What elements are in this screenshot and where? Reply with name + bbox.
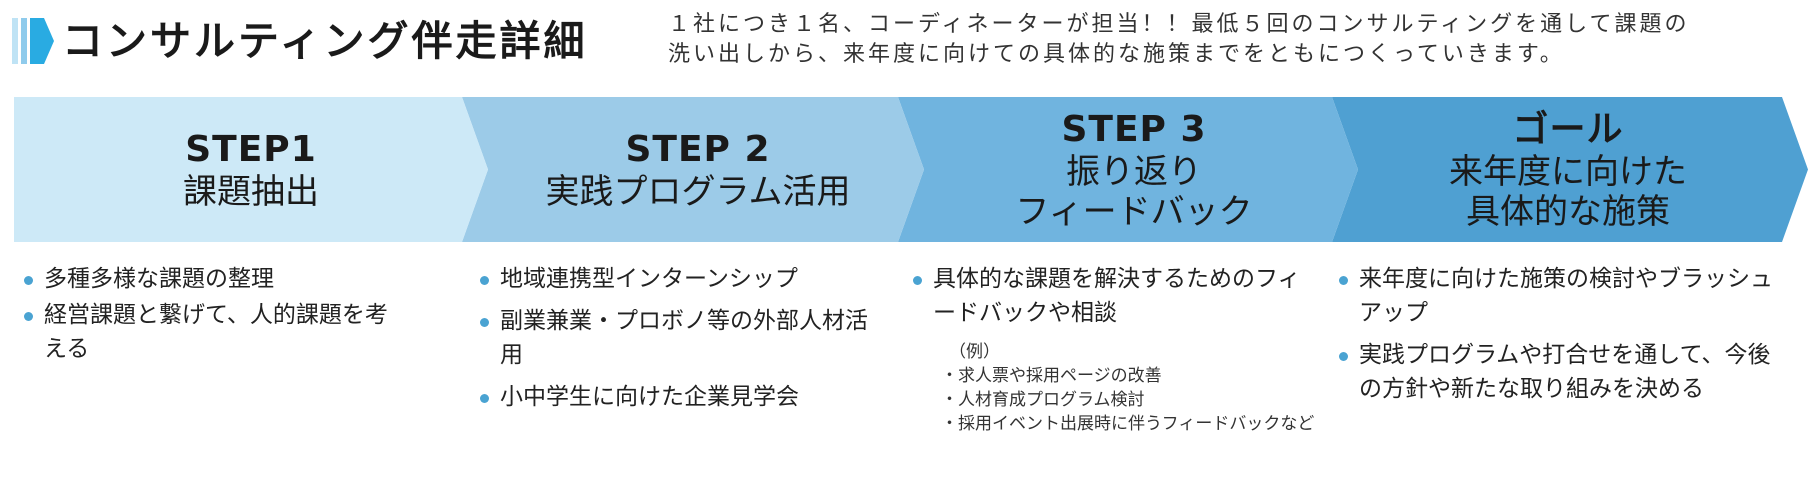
example-block: （例） ・求人票や採用ページの改善 ・人材育成プログラム検討 ・採用イベント出展… (941, 340, 1317, 436)
step-3-details: 具体的な課題を解決するためのフィードバックや相談 （例） ・求人票や採用ページの… (907, 262, 1317, 436)
detail-list: 地域連携型インターンシップ 副業兼業・プロボノ等の外部人材活用 小中学生に向けた… (474, 262, 884, 414)
example-item: ・人材育成プログラム検討 (941, 390, 1145, 410)
step-label: 実践プログラム活用 (545, 171, 851, 212)
list-item: 実践プログラムや打合せを通して、今後の方針や新たな取り組みを決める (1333, 338, 1773, 406)
step-arrow-1 (14, 97, 488, 242)
step-arrows (14, 97, 1808, 242)
step-label: 来年度に向けた (1449, 151, 1687, 192)
example-label: （例） (949, 342, 1000, 362)
intro-line: １社につき１名、コーディネーターが担当！！最低５回のコンサルティングを通して課題… (668, 12, 1690, 37)
step-arrow-4 (1332, 97, 1808, 242)
list-item: 小中学生に向けた企業見学会 (474, 380, 884, 414)
step-2: STEP 2 実践プログラム活用 (488, 97, 908, 242)
step-flow: STEP1 課題抽出 STEP 2 実践プログラム活用 STEP 3 振り返り … (0, 97, 1808, 242)
list-item: 地域連携型インターンシップ (474, 262, 884, 296)
list-item: 多種多様な課題の整理 (18, 262, 398, 296)
step-2-details: 地域連携型インターンシップ 副業兼業・プロボノ等の外部人材活用 小中学生に向けた… (474, 262, 884, 416)
example-item: ・求人票や採用ページの改善 (941, 366, 1162, 386)
list-item: 来年度に向けた施策の検討やブラッシュアップ (1333, 262, 1773, 330)
step-arrow-3 (898, 97, 1358, 242)
page-title: コンサルティング伴走詳細 (62, 17, 588, 65)
step-heading: STEP1 (185, 128, 317, 170)
step-1: STEP1 課題抽出 (14, 97, 488, 242)
step-arrow-2 (462, 97, 924, 242)
step-1-details: 多種多様な課題の整理 経営課題と繋げて、人的課題を考える (18, 262, 398, 368)
step-heading: ゴール (1512, 108, 1624, 150)
step-heading: STEP 2 (625, 128, 771, 170)
step-goal: ゴール 来年度に向けた 具体的な施策 (1358, 97, 1778, 242)
header: コンサルティング伴走詳細 １社につき１名、コーディネーターが担当！！最低５回のコ… (0, 0, 1808, 92)
step-label: 課題抽出 (183, 171, 319, 212)
intro-line: 洗い出しから、来年度に向けての具体的な施策までをともにつくっていきます。 (668, 42, 1565, 67)
title-stripes-icon (12, 18, 54, 64)
step-label: フィードバック (1015, 191, 1253, 232)
example-item: ・採用イベント出展時に伴うフィードバックなど (941, 414, 1315, 434)
goal-details: 来年度に向けた施策の検討やブラッシュアップ 実践プログラムや打合せを通して、今後… (1333, 262, 1773, 408)
step-label: 具体的な施策 (1466, 191, 1670, 232)
detail-list: 多種多様な課題の整理 経営課題と繋げて、人的課題を考える (18, 262, 398, 366)
intro-text: １社につき１名、コーディネーターが担当！！最低５回のコンサルティングを通して課題… (668, 10, 1788, 70)
step-label: 振り返り (1066, 151, 1202, 192)
detail-list: 来年度に向けた施策の検討やブラッシュアップ 実践プログラムや打合せを通して、今後… (1333, 262, 1773, 406)
list-item: 副業兼業・プロボノ等の外部人材活用 (474, 304, 884, 372)
step-3: STEP 3 振り返り フィードバック (924, 97, 1344, 242)
list-item: 経営課題と繋げて、人的課題を考える (18, 298, 398, 366)
list-item: 具体的な課題を解決するためのフィードバックや相談 (907, 262, 1317, 330)
detail-list: 具体的な課題を解決するためのフィードバックや相談 (907, 262, 1317, 330)
step-heading: STEP 3 (1061, 108, 1207, 150)
